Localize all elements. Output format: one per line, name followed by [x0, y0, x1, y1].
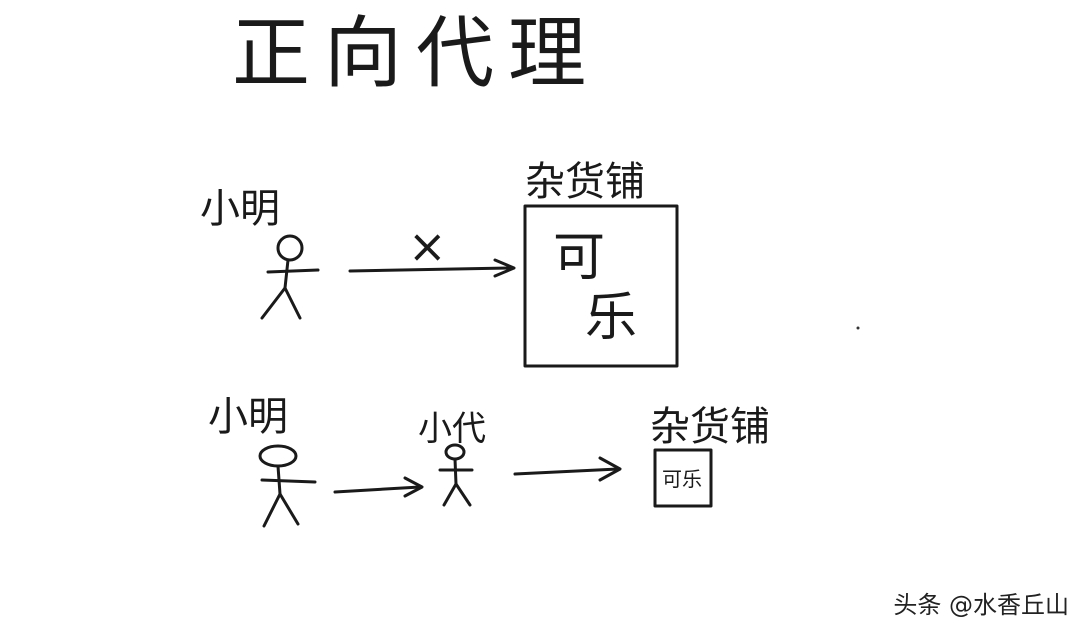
proxy-label: 小代: [418, 409, 486, 449]
diagram-title: 正向代理: [232, 9, 600, 99]
top-figure-arms: [266, 268, 320, 274]
watermark: 头条 @水香丘山: [893, 591, 1069, 619]
proxy-stick-figure: [438, 443, 474, 507]
bottom-shop-label: 杂货铺: [650, 404, 770, 450]
top-figure-left-leg: [260, 286, 287, 320]
proxy-figure-left-leg: [442, 482, 458, 507]
bottom-arrow-1-line: [333, 485, 422, 494]
top-figure-body: [283, 258, 290, 290]
top-figure-head: [276, 234, 304, 262]
top-figure-right-leg: [283, 286, 302, 320]
bottom-figure-left-leg: [262, 492, 282, 528]
bottom-figure-arms: [260, 478, 317, 484]
product-char-2: 乐: [585, 288, 637, 348]
bottom-arrow-2-line: [513, 467, 620, 476]
top-person-label: 小明: [200, 186, 280, 232]
blocked-cross-mark: ×: [408, 219, 447, 273]
product-char-1: 可: [553, 228, 605, 288]
top-shop-label: 杂货铺: [525, 159, 645, 205]
small-product-text: 可乐: [662, 467, 702, 491]
top-arrow-head: [493, 258, 516, 278]
top-arrow-line: [348, 266, 514, 273]
bottom-arrow-1: [333, 476, 424, 498]
bottom-arrow-2: [513, 456, 622, 482]
top-stick-figure: [260, 234, 320, 320]
proxy-figure-right-leg: [454, 482, 472, 507]
small-shop-box: [653, 448, 713, 508]
bottom-arrow-1-head: [403, 476, 424, 498]
bottom-figure-right-leg: [278, 492, 300, 526]
shop-box: [523, 204, 679, 368]
bottom-figure-head: [258, 444, 298, 468]
stray-dot: [856, 326, 860, 330]
bottom-person-label: 小明: [208, 394, 288, 440]
bottom-arrow-2-head: [598, 456, 622, 482]
bottom-stick-figure: [258, 444, 317, 528]
top-arrow-blocked: [348, 258, 516, 278]
